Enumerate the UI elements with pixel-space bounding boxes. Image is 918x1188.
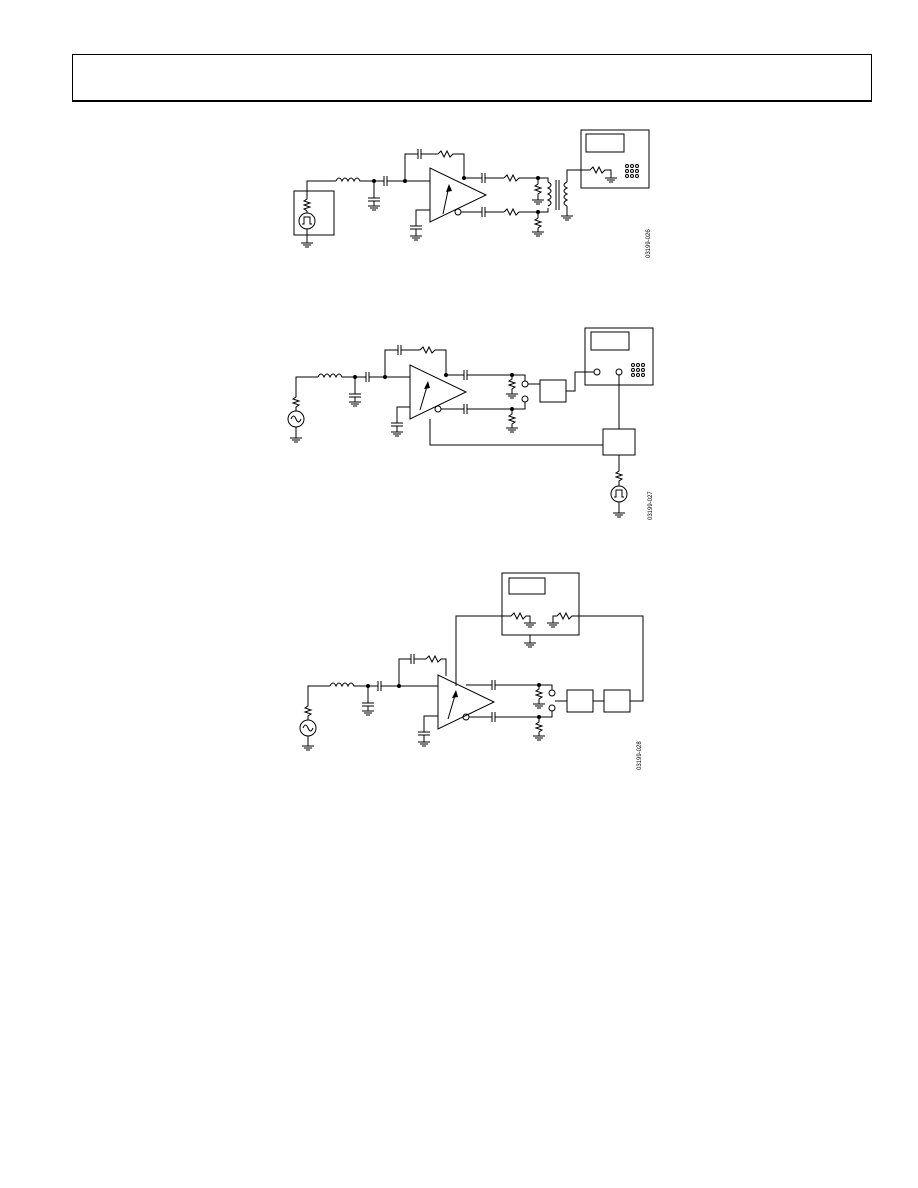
capacitor bbox=[349, 377, 361, 402]
resistor bbox=[534, 685, 544, 704]
resistor bbox=[533, 178, 543, 200]
resistor bbox=[614, 455, 624, 486]
analyzer-display bbox=[585, 133, 625, 153]
resistor bbox=[419, 345, 447, 375]
analyzer-instrument bbox=[580, 129, 650, 189]
resistor bbox=[552, 611, 580, 623]
ground-icon bbox=[532, 231, 544, 237]
attenuator-block bbox=[603, 689, 631, 713]
inductor bbox=[335, 177, 374, 183]
inductor bbox=[317, 373, 355, 379]
ground-icon bbox=[368, 205, 380, 211]
input-port bbox=[593, 368, 601, 376]
ground-icon bbox=[613, 512, 625, 518]
analyzer-display bbox=[508, 577, 546, 595]
ground-icon bbox=[302, 745, 314, 751]
resistor bbox=[425, 654, 447, 676]
ground-icon bbox=[362, 710, 374, 716]
ground-icon bbox=[506, 427, 518, 433]
ground-icon bbox=[506, 393, 518, 399]
analyzer-display bbox=[590, 331, 630, 351]
keypad-icon bbox=[625, 164, 639, 178]
resistor bbox=[533, 212, 543, 232]
figure-id-label: 03199-028 bbox=[637, 741, 643, 770]
ground-icon bbox=[418, 741, 430, 747]
resistor bbox=[291, 393, 301, 411]
resistor bbox=[586, 165, 612, 178]
ground-icon bbox=[532, 199, 544, 205]
page-header-frame bbox=[72, 54, 872, 102]
filter-block bbox=[566, 689, 594, 713]
ground-icon bbox=[561, 215, 573, 221]
ground-icon bbox=[524, 642, 536, 648]
resistor bbox=[507, 375, 517, 394]
ground-icon bbox=[533, 703, 545, 709]
resistor bbox=[437, 149, 465, 178]
resistor bbox=[507, 409, 517, 428]
ground-icon bbox=[410, 235, 422, 241]
resistor bbox=[303, 702, 313, 720]
ground-icon bbox=[301, 242, 313, 248]
resistor bbox=[503, 173, 538, 183]
resistor bbox=[503, 207, 538, 217]
ground-icon bbox=[605, 177, 617, 183]
analyzer-instrument bbox=[501, 572, 580, 636]
amplifier-triangle bbox=[437, 674, 496, 730]
capacitor bbox=[362, 686, 374, 711]
transformer bbox=[546, 181, 552, 207]
resistor bbox=[507, 611, 531, 623]
keypad-icon bbox=[631, 363, 645, 377]
ground-icon bbox=[547, 622, 559, 628]
capacitor bbox=[368, 181, 380, 206]
ground-icon bbox=[349, 401, 361, 407]
ground-icon bbox=[290, 437, 302, 443]
resistor bbox=[534, 717, 544, 736]
pulse-generator-box bbox=[293, 190, 335, 236]
ground-icon bbox=[533, 735, 545, 741]
resistor bbox=[302, 195, 312, 213]
ground-icon bbox=[524, 622, 536, 628]
inductor bbox=[329, 682, 368, 688]
ground-icon bbox=[391, 431, 403, 437]
